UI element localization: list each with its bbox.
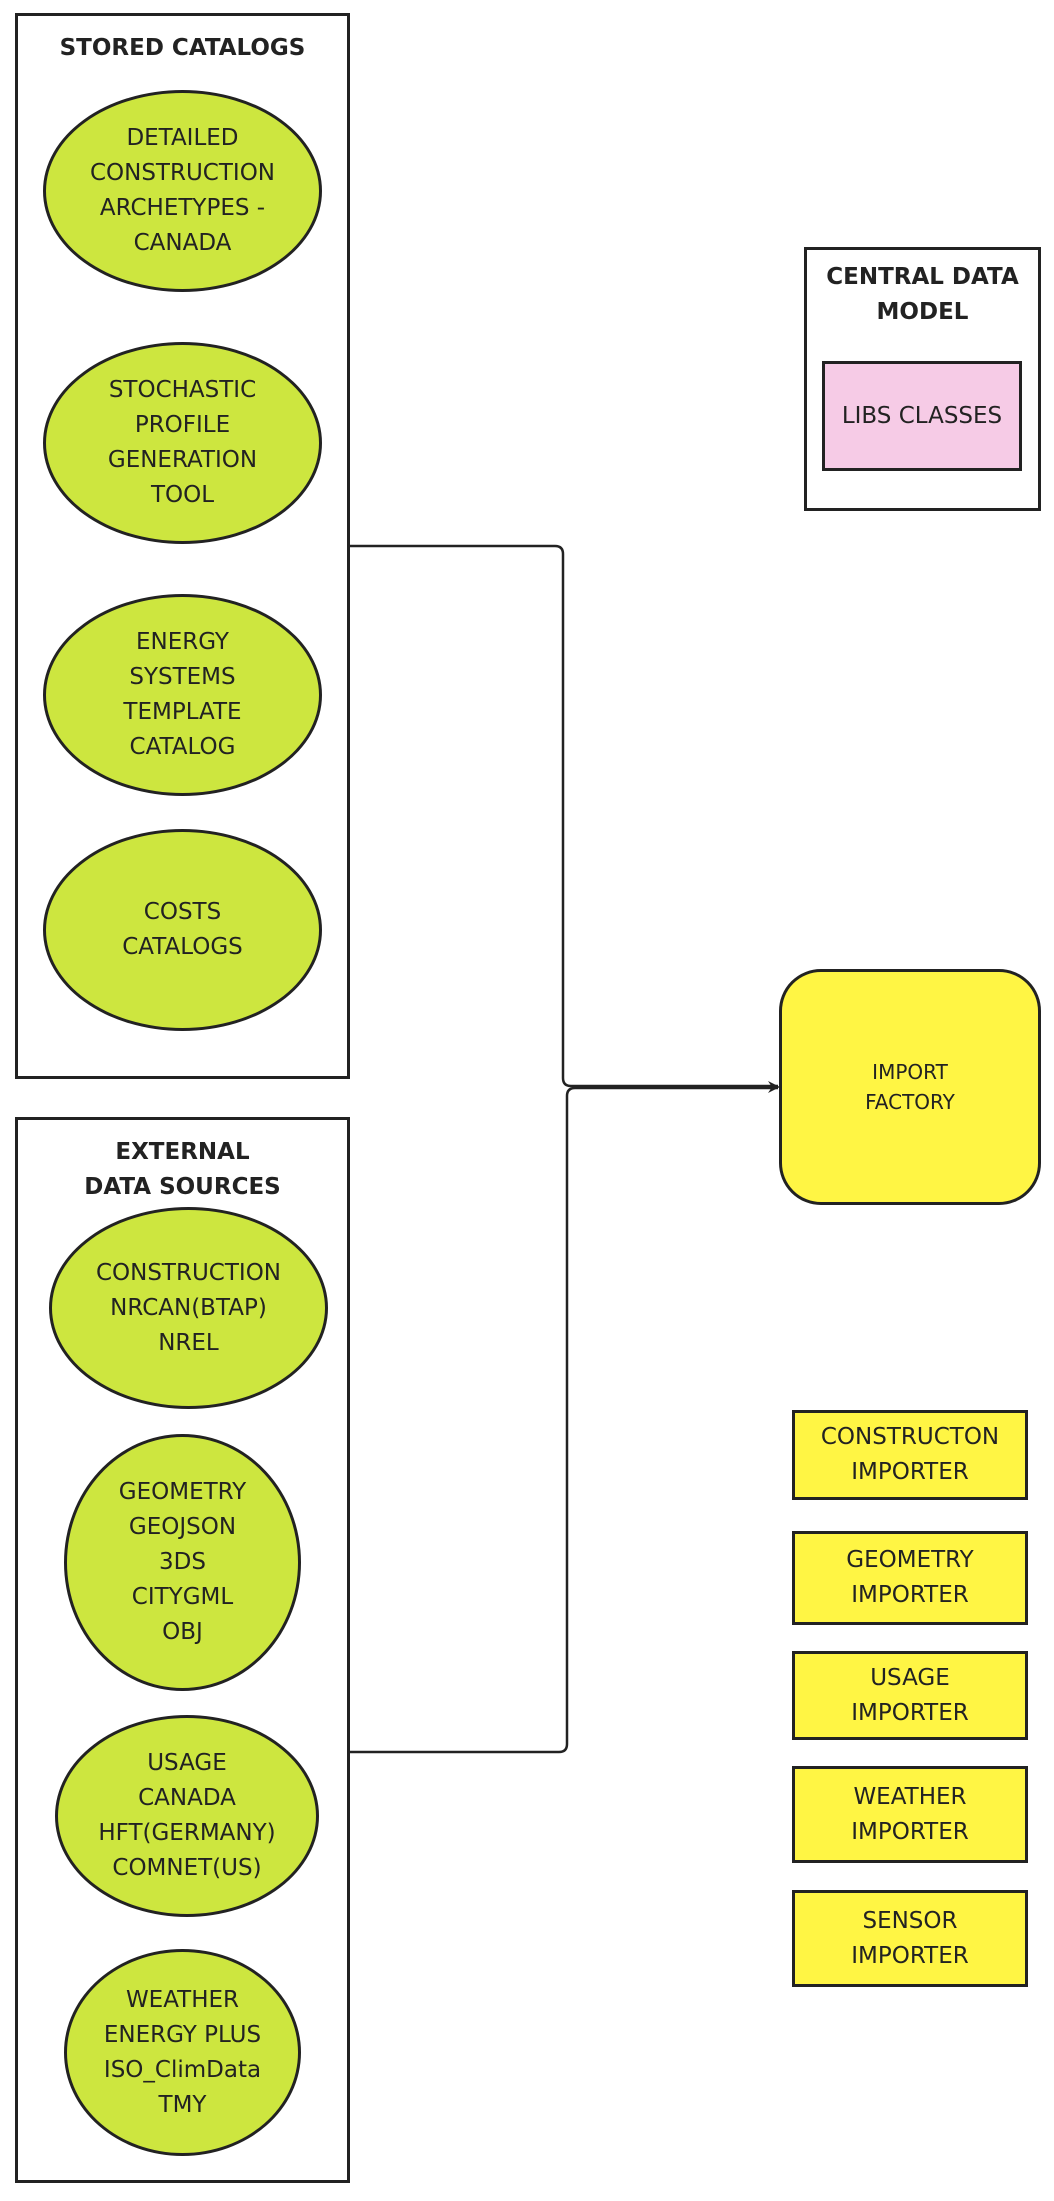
usage-importer[interactable]: USAGE IMPORTER [792,1651,1028,1740]
importer-label: SENSOR IMPORTER [851,1907,969,1969]
central-data-model-title: CENTRAL DATA MODEL [826,264,1019,325]
catalog-label: COSTS CATALOGS [122,899,243,960]
catalog-stochastic-profile-generation-tool[interactable]: STOCHASTIC PROFILE GENERATION TOOL [43,342,322,544]
catalog-costs-catalogs[interactable]: COSTS CATALOGS [43,829,322,1031]
source-usage[interactable]: USAGE CANADA HFT(GERMANY) COMNET(US) [55,1715,319,1917]
source-construction[interactable]: CONSTRUCTION NRCAN(BTAP) NREL [49,1207,328,1409]
importer-label: USAGE IMPORTER [851,1664,969,1726]
libs-classes-box[interactable]: LIBS CLASSES [822,361,1022,471]
importer-label: GEOMETRY IMPORTER [846,1547,974,1608]
geometry-importer[interactable]: GEOMETRY IMPORTER [792,1531,1028,1625]
source-weather[interactable]: WEATHER ENERGY PLUS ISO_ClimData TMY [64,1949,301,2156]
catalog-detailed-construction-archetypes[interactable]: DETAILED CONSTRUCTION ARCHETYPES - CANAD… [43,90,322,292]
import-factory-label: IMPORT FACTORY [865,1060,955,1114]
source-label: GEOMETRY GEOJSON 3DS CITYGML OBJ [118,1479,247,1645]
importer-label: WEATHER IMPORTER [851,1783,969,1845]
import-factory[interactable]: IMPORT FACTORY [779,969,1041,1205]
catalog-label: ENERGY SYSTEMS TEMPLATE CATALOG [123,629,242,760]
source-label: CONSTRUCTION NRCAN(BTAP) NREL [95,1259,282,1356]
connector-stored-catalogs [348,544,778,1088]
source-label: WEATHER ENERGY PLUS ISO_ClimData TMY [103,1986,262,2118]
catalog-energy-systems-template[interactable]: ENERGY SYSTEMS TEMPLATE CATALOG [43,594,322,796]
connector-external-sources [348,1086,778,1754]
catalog-label: DETAILED CONSTRUCTION ARCHETYPES - CANAD… [89,125,276,256]
importer-label: CONSTRUCTON IMPORTER [820,1424,1000,1485]
construction-importer[interactable]: CONSTRUCTON IMPORTER [792,1410,1028,1500]
source-label: USAGE CANADA HFT(GERMANY) COMNET(US) [98,1750,276,1881]
catalog-label: STOCHASTIC PROFILE GENERATION TOOL [107,377,258,508]
sensor-importer[interactable]: SENSOR IMPORTER [792,1890,1028,1987]
source-geometry[interactable]: GEOMETRY GEOJSON 3DS CITYGML OBJ [64,1434,301,1691]
external-data-sources-title: EXTERNAL DATA SOURCES [84,1139,281,1200]
weather-importer[interactable]: WEATHER IMPORTER [792,1766,1028,1863]
libs-classes-label: LIBS CLASSES [841,402,1003,429]
stored-catalogs-title: STORED CATALOGS [59,35,306,61]
